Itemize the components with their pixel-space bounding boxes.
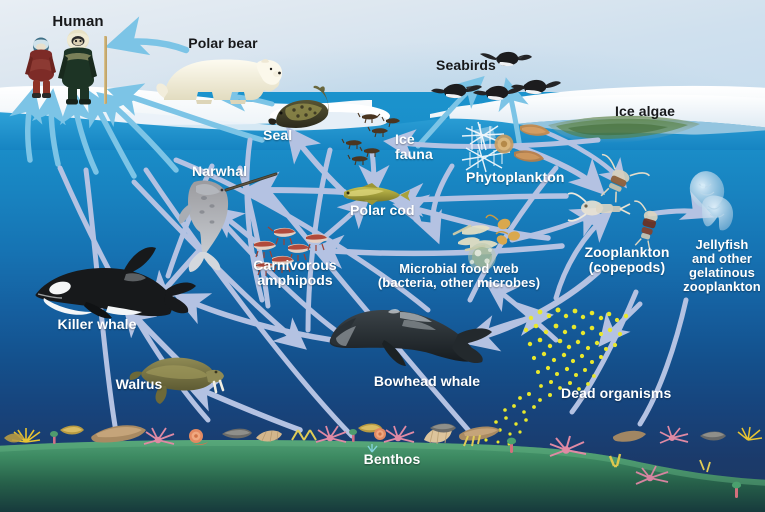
jellyfish-sprite	[689, 171, 734, 231]
node-label-polar-cod: Polar cod	[350, 202, 415, 218]
microbial-food-web-sprite	[452, 214, 520, 271]
node-label-human: Human	[52, 13, 104, 30]
seal-sprite	[268, 85, 329, 128]
node-label-dead-organisms: Dead organisms	[561, 385, 672, 401]
benthos-sprite	[4, 423, 763, 498]
node-label-ice-fauna: Ice fauna	[395, 131, 433, 163]
node-label-walrus: Walrus	[115, 376, 163, 392]
human-sprite	[25, 29, 107, 105]
node-label-narwhal: Narwhal	[192, 163, 248, 179]
node-label-killer-whale: Killer whale	[57, 316, 137, 332]
node-label-benthos: Benthos	[363, 451, 421, 467]
node-label-phytoplankton: Phytoplankton	[466, 169, 565, 185]
phytoplankton-sprite	[461, 121, 550, 173]
node-label-polar-bear: Polar bear	[188, 35, 258, 51]
seabirds-sprite	[431, 51, 561, 101]
ice-algae-sprite	[548, 115, 700, 143]
polar-bear-sprite	[156, 59, 283, 104]
narwhal-sprite	[178, 172, 278, 272]
node-label-carnivorous-amphipods: Carnivorous amphipods	[253, 257, 337, 289]
bowhead-whale-sprite	[329, 309, 492, 366]
node-label-bowhead-whale: Bowhead whale	[373, 373, 481, 389]
polar-cod-sprite	[344, 183, 410, 205]
node-label-seabirds: Seabirds	[436, 57, 496, 73]
node-label-microbial-food-web: Microbial food web (bacteria, other micr…	[377, 261, 541, 291]
node-label-jellyfish: Jellyfish and other gelatinous zooplankt…	[683, 237, 761, 295]
walrus-sprite	[129, 357, 225, 404]
zooplankton-copepods-sprite	[567, 153, 658, 250]
node-label-ice-algae: Ice algae	[615, 103, 676, 119]
ice-fauna-sprite	[341, 112, 400, 166]
carnivorous-amphipods-sprite	[254, 226, 328, 276]
node-label-seal: Seal	[263, 127, 293, 143]
killer-whale-sprite	[35, 247, 196, 319]
node-label-zooplankton: Zooplankton (copepods)	[584, 244, 670, 276]
